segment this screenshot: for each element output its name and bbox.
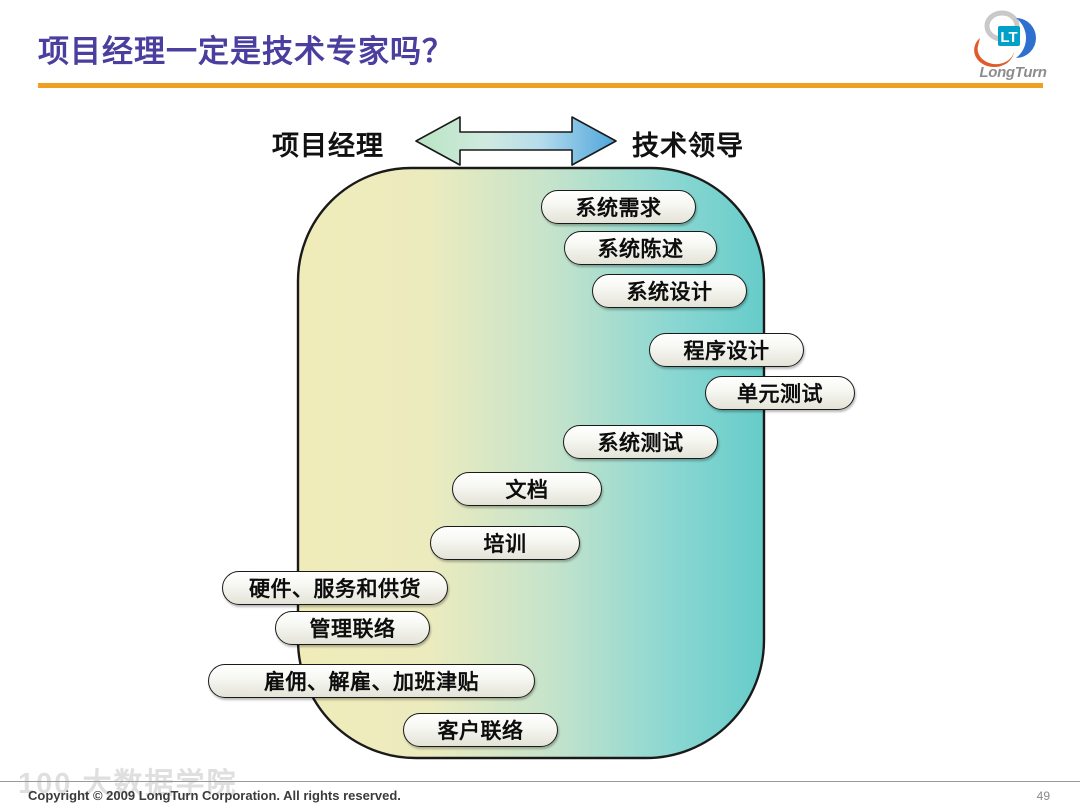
copyright-notice: Copyright © 2009 LongTurn Corporation. A… <box>28 788 401 803</box>
activity-pill: 系统设计 <box>592 274 747 308</box>
slide-header: 项目经理一定是技术专家吗？ <box>0 0 1080 92</box>
activity-pill: 程序设计 <box>649 333 804 367</box>
logo-mark-icon: LT <box>974 10 1036 68</box>
role-label-technical-leader: 技术领导 <box>632 131 744 161</box>
activity-pill: 单元测试 <box>705 376 855 410</box>
longturn-logo: LT LongTurn <box>958 8 1068 82</box>
activity-pill: 系统测试 <box>563 425 718 459</box>
activity-pill: 雇佣、解雇、加班津贴 <box>208 664 535 698</box>
title-divider-rule <box>38 83 1043 88</box>
activity-pill: 硬件、服务和供货 <box>222 571 448 605</box>
activity-pill: 系统需求 <box>541 190 696 224</box>
logo-monogram-text: LT <box>1000 29 1017 46</box>
activity-pill: 客户联络 <box>403 713 558 747</box>
page-number: 49 <box>1036 789 1050 803</box>
page-title: 项目经理一定是技术专家吗？ <box>38 34 454 69</box>
footer-divider-rule <box>0 781 1080 782</box>
spectrum-body-shape <box>296 166 766 760</box>
activity-pill: 系统陈述 <box>564 231 717 265</box>
logo-wordmark: LongTurn <box>979 64 1047 81</box>
bidirectional-arrow-icon <box>415 116 617 166</box>
activity-pill: 管理联络 <box>275 611 430 645</box>
role-label-project-manager: 项目经理 <box>272 131 384 161</box>
activity-pill: 文档 <box>452 472 602 506</box>
activity-pill: 培训 <box>430 526 580 560</box>
